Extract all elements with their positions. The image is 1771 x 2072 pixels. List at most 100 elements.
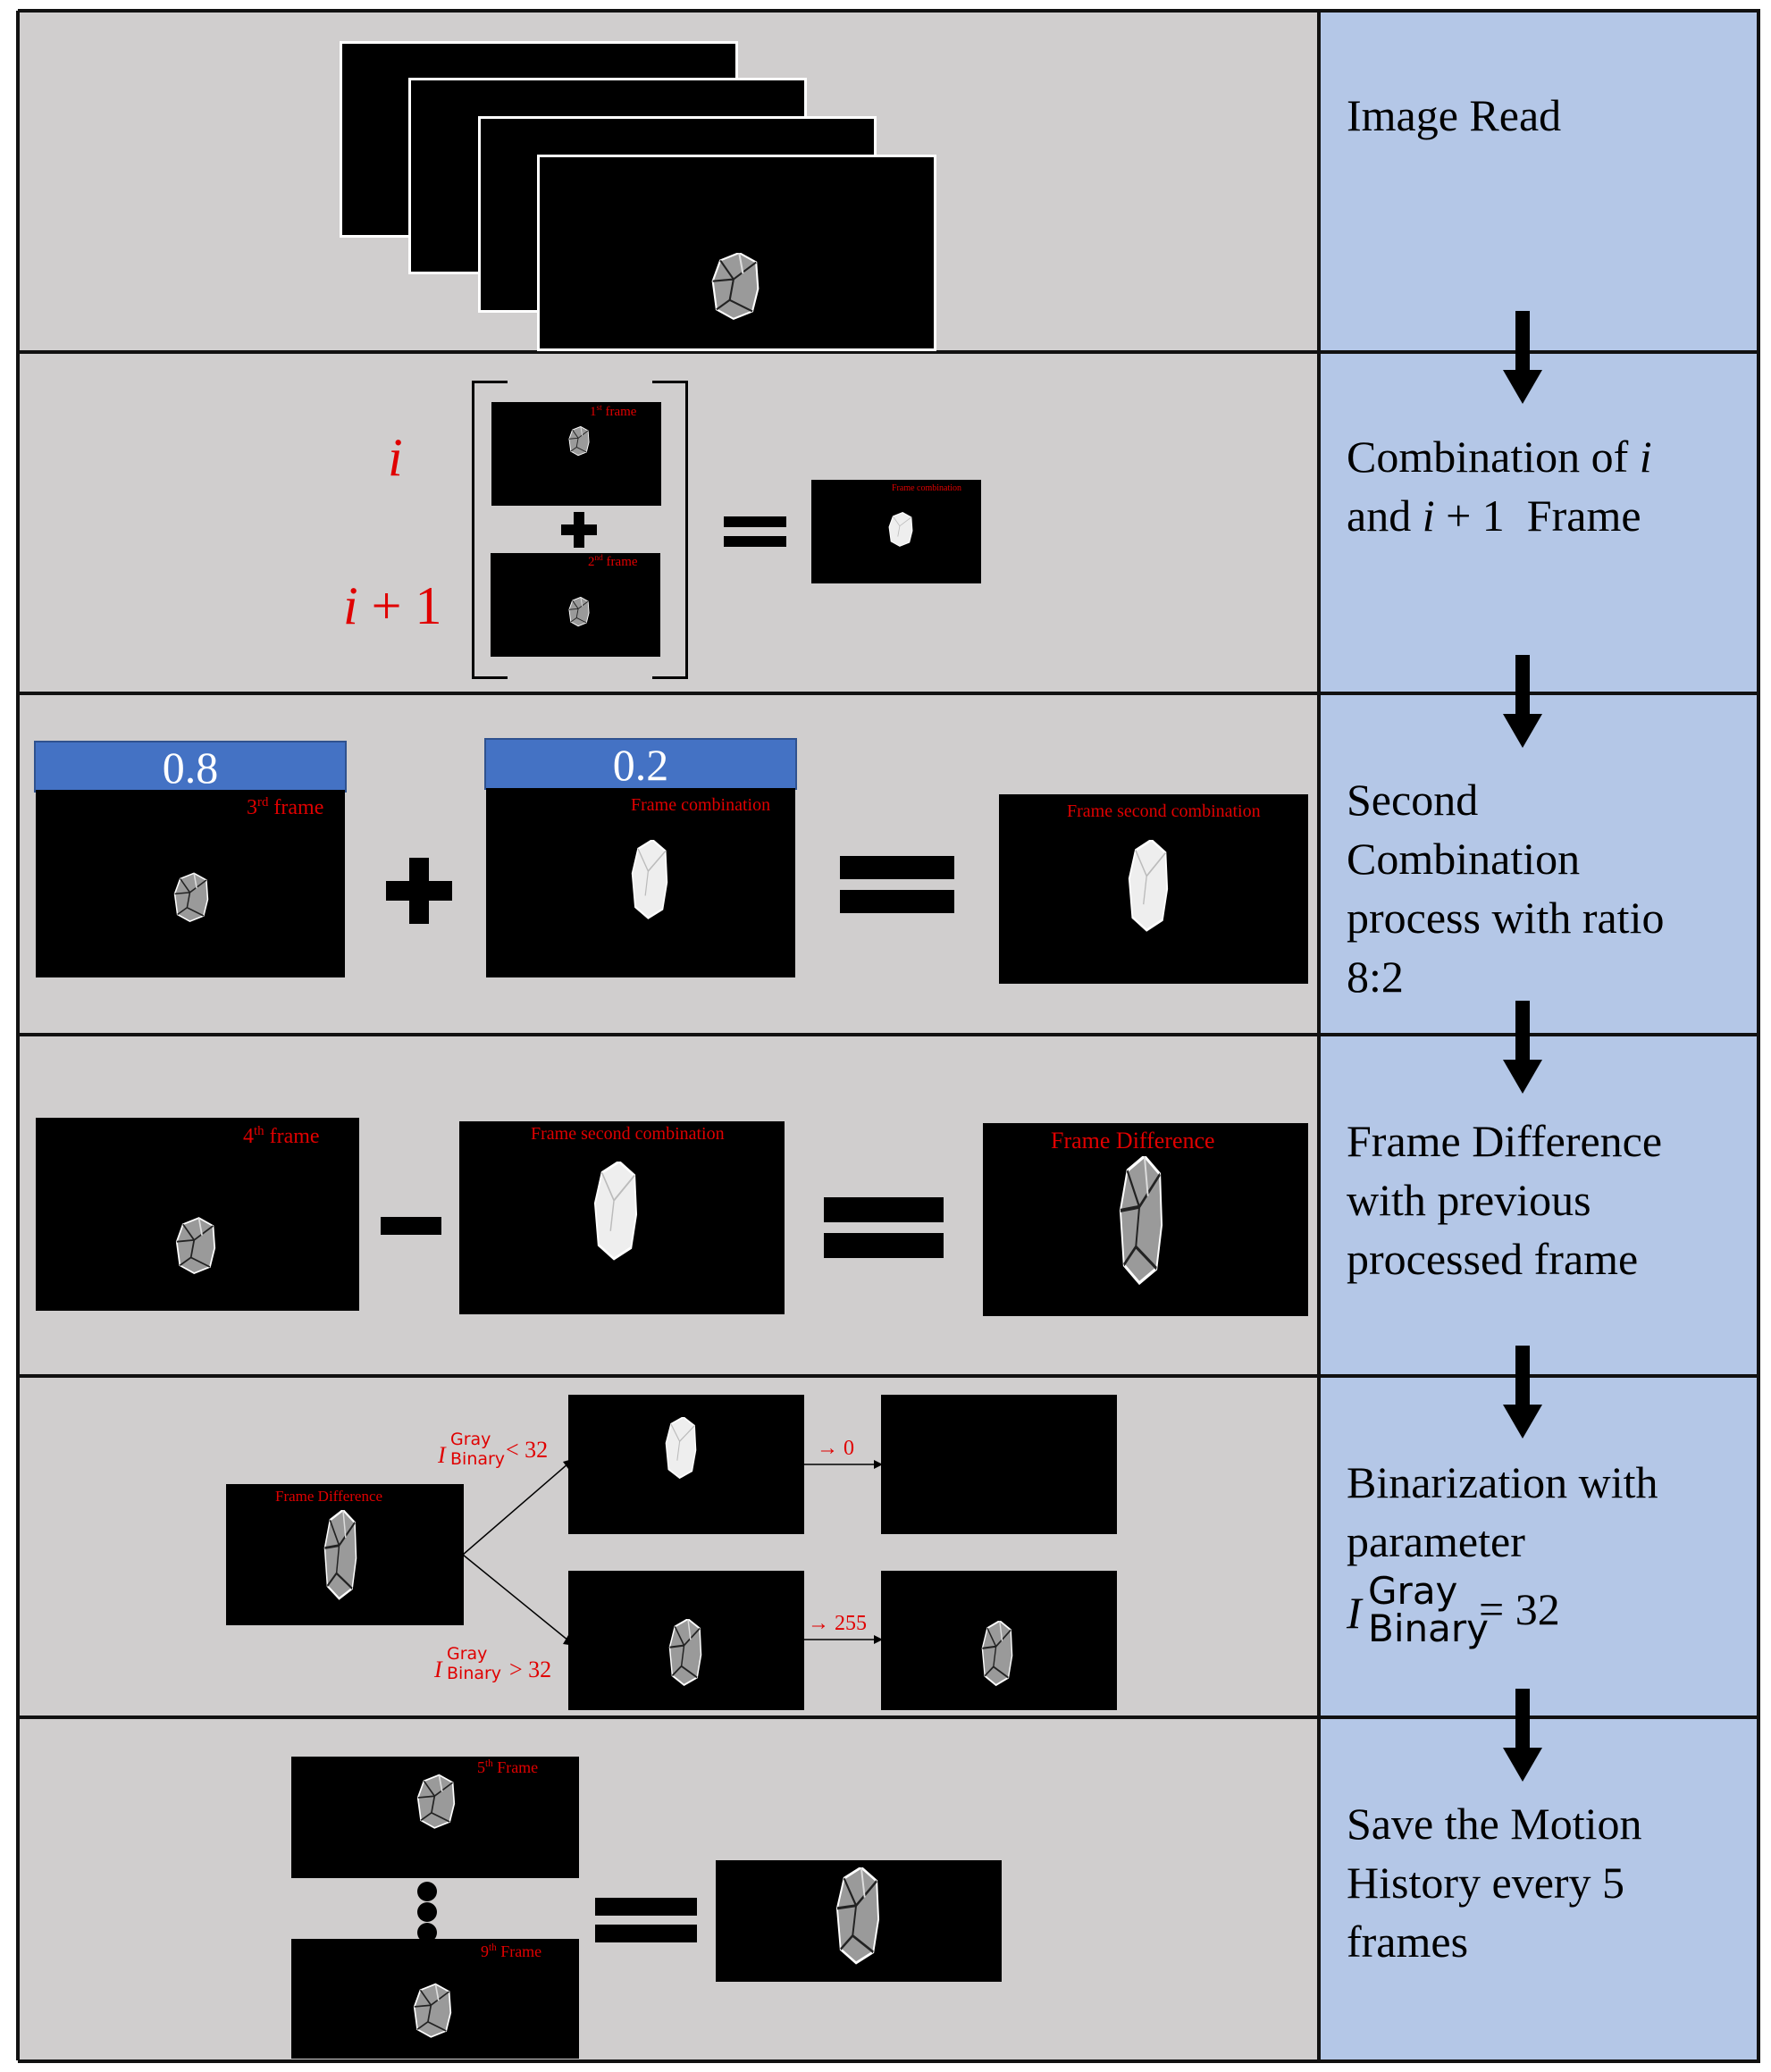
variable-i: i — [1422, 491, 1435, 541]
cond-rel: > 32 — [509, 1657, 552, 1682]
equals-icon — [824, 1233, 944, 1258]
rock-image — [981, 1621, 1013, 1686]
param-sub: Binary — [1368, 1606, 1489, 1650]
label-text: frame — [601, 405, 637, 419]
step-line: History every 5 — [1347, 1858, 1625, 1908]
ratio-0-2-header: 0.2 — [484, 738, 797, 790]
rock-image — [665, 1417, 697, 1480]
frame-second-combination-label: Frame second combination — [531, 1124, 725, 1144]
map-to-zero: → 0 — [817, 1437, 854, 1460]
right-bracket — [652, 381, 688, 679]
step-text: + 1 Frame — [1434, 491, 1641, 541]
frame-difference-label: Frame Difference — [1051, 1128, 1215, 1153]
label-text: Frame — [492, 1758, 539, 1776]
plus-one: + 1 — [357, 576, 442, 635]
grid-line — [18, 692, 1760, 695]
branch-arrows — [463, 1458, 575, 1646]
step-line: parameter — [1347, 1516, 1525, 1566]
label-num: 2 — [588, 555, 595, 569]
frame-3rd-label: 3rd frame — [247, 795, 323, 820]
step-second-combination: Second Combination process with ratio 8:… — [1347, 770, 1740, 1006]
rock-image — [593, 1162, 638, 1261]
frame-combination-label: Frame combination — [631, 795, 771, 815]
down-arrow-icon — [1503, 655, 1542, 748]
ellipsis-dot — [417, 1882, 437, 1901]
plus-icon — [386, 858, 452, 924]
step-line: Save the Motion — [1347, 1799, 1642, 1849]
label-num: 9 — [481, 1942, 489, 1960]
label-num: 4 — [243, 1125, 254, 1148]
label-sup: st — [596, 404, 602, 413]
step-line: Combination — [1347, 834, 1581, 884]
param-value: = 32 — [1479, 1584, 1560, 1634]
grid-line — [16, 11, 20, 2060]
map-arrow-bottom — [804, 1635, 883, 1644]
rock-image — [835, 1867, 880, 1965]
grid-line — [18, 1033, 1760, 1036]
equals-icon — [840, 890, 954, 913]
cond-sub: Binary — [450, 1449, 506, 1469]
step-line: Binarization with — [1347, 1457, 1658, 1507]
rock-image — [1128, 840, 1169, 932]
label-text: frame — [602, 555, 638, 569]
equals-icon — [595, 1925, 697, 1942]
label-text: frame — [264, 1125, 320, 1148]
binary-low-output — [881, 1395, 1117, 1534]
step-line: Combination of i — [1347, 427, 1740, 486]
step-text: Combination of — [1347, 432, 1640, 482]
rock-image — [568, 426, 590, 457]
cond-sup: Gray — [450, 1430, 491, 1449]
rock-image — [568, 597, 590, 627]
frame-9th-label: 9th Frame — [481, 1942, 541, 1961]
down-arrow-icon — [1503, 311, 1542, 404]
variable-i: i — [1639, 432, 1652, 482]
rock-image — [173, 872, 209, 922]
ellipsis-dot — [417, 1923, 437, 1942]
rock-image — [631, 840, 668, 919]
grid-line — [1317, 11, 1321, 2060]
equals-icon — [724, 536, 786, 547]
grid-line — [18, 350, 1760, 354]
param-sup: Gray — [1368, 1569, 1458, 1613]
label-num: 5 — [477, 1758, 485, 1776]
grid-line — [18, 1374, 1760, 1378]
label-sup: nd — [594, 554, 603, 563]
param-base: I — [1347, 1588, 1362, 1638]
label-num: 1 — [590, 405, 597, 419]
condition-less-than: I Gray Binary < 32 — [438, 1430, 563, 1474]
step-line: and i + 1 Frame — [1347, 486, 1740, 545]
label-sup: th — [489, 1942, 497, 1953]
cond-rel: < 32 — [506, 1437, 549, 1463]
variable-i-label: i — [388, 428, 403, 487]
ellipsis-dot — [417, 1902, 437, 1922]
left-bracket — [472, 381, 508, 679]
step-combination: Combination of i and i + 1 Frame — [1347, 427, 1740, 545]
minus-icon — [381, 1217, 441, 1235]
step-line: processed frame — [1347, 1234, 1639, 1284]
frame-5th-label: 5th Frame — [477, 1758, 538, 1777]
equals-icon — [824, 1197, 944, 1222]
variable-i: i — [343, 576, 358, 635]
label-num: 3 — [247, 796, 257, 819]
frame-2nd-label: 2nd frame — [588, 554, 638, 570]
rock-image — [413, 1983, 452, 2038]
step-line: Second — [1347, 775, 1479, 825]
plus-icon — [561, 512, 597, 548]
rock-image — [668, 1619, 702, 1686]
step-line: frames — [1347, 1917, 1469, 1967]
cond-base: I — [438, 1442, 446, 1468]
equals-icon — [595, 1898, 697, 1916]
step-line: Image Read — [1347, 90, 1562, 140]
step-line: process with ratio — [1347, 893, 1665, 943]
binarization-parameter: I Gray Binary = 32 — [1347, 1569, 1740, 1650]
grid-line — [18, 1715, 1760, 1719]
rock-image — [888, 512, 913, 547]
equals-icon — [840, 856, 954, 879]
map-arrow-top — [804, 1460, 883, 1469]
grid-line — [18, 2059, 1760, 2063]
step-text: and — [1347, 491, 1423, 541]
rock-image — [1119, 1156, 1163, 1287]
step-line: 8:2 — [1347, 952, 1404, 1002]
rock-image — [175, 1217, 216, 1274]
rock-image — [416, 1774, 456, 1829]
